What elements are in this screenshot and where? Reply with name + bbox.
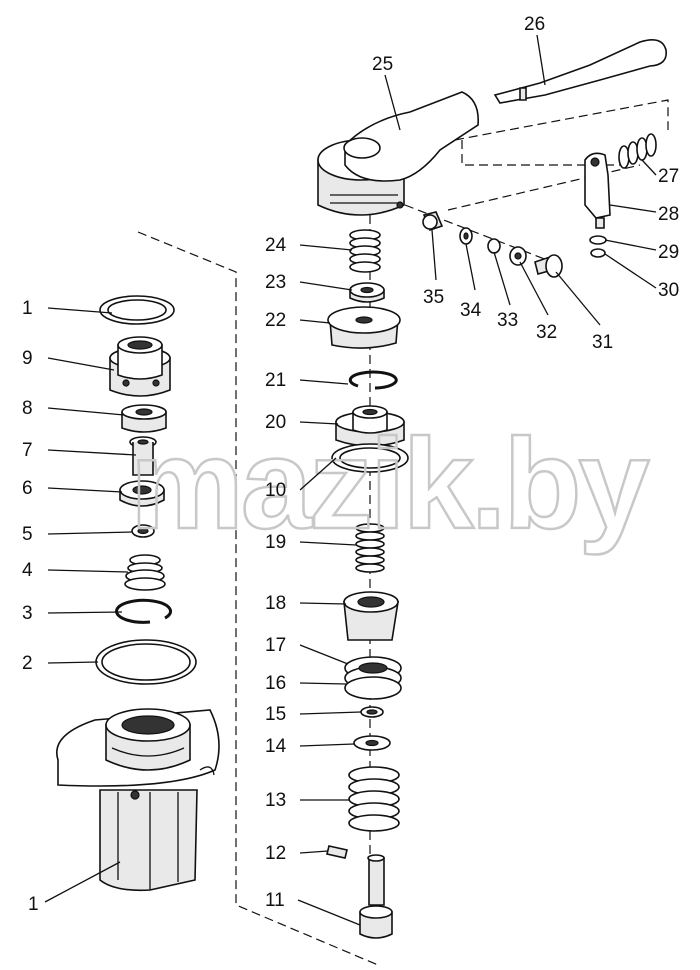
callout-9: 9 [22,348,33,369]
part-10-ring-middle [331,443,409,473]
callout-18: 18 [265,593,286,614]
part-20-spool [335,405,405,447]
callout-15: 15 [265,704,286,725]
callout-30: 30 [658,280,679,301]
callout-22: 22 [265,310,286,331]
callout-23: 23 [265,272,286,293]
part-26-handle [493,39,667,104]
callout-31: 31 [592,332,613,353]
leader-lines [44,34,657,926]
callout-13: 13 [265,790,286,811]
assembly-line-left [137,231,379,966]
part-8-seat [121,404,167,433]
part-17-16-stack [344,656,402,700]
callout-26: 26 [524,14,545,35]
callout-4: 4 [22,560,33,581]
part-13-spring [348,766,400,832]
part-15-ring [360,706,384,718]
callout-10-middle: 10 [265,480,286,501]
callout-19: 19 [265,532,286,553]
part-11-piston [359,854,393,939]
part-25-lever [317,91,479,216]
callout-2: 2 [22,653,33,674]
part-2-o-ring [95,639,197,685]
part-10-ring [99,295,175,325]
part-1-housing [56,708,220,892]
part-14-washer [353,735,391,751]
part-23-seat [349,282,385,303]
callout-1: 1 [28,894,39,915]
callout-10: 1 [22,298,33,319]
callout-7: 7 [22,440,33,461]
part-29-washer [589,235,607,245]
part-19-spring [355,523,385,573]
callout-14: 14 [265,736,287,757]
callout-33: 33 [497,310,518,331]
part-22-plate [327,306,401,349]
part-4-spring [124,554,166,591]
watermark: mazik.by [130,413,650,556]
part-30-washer [590,248,606,258]
callout-8: 8 [22,398,33,419]
callout-3: 3 [22,603,33,624]
callout-6: 6 [22,478,33,499]
callout-28: 28 [658,204,679,225]
callout-25: 25 [372,54,393,75]
part-33-washer [487,238,501,254]
assembly-line-right [447,99,669,211]
callout-labels: 1 9 8 7 6 5 4 3 2 1 11 12 13 14 15 16 17… [22,14,679,915]
part-18-guide [343,591,399,641]
callout-16: 16 [265,673,286,694]
callout-20: 20 [265,412,286,433]
part-7-plunger [129,436,157,476]
part-35-bushing [422,211,444,231]
callout-17: 17 [265,635,286,656]
callout-12: 12 [265,843,286,864]
callout-35: 35 [423,287,444,308]
part-3-snap-ring [115,598,173,624]
callout-34: 34 [460,300,482,321]
part-27-spring [618,133,657,169]
part-5-washer [131,524,155,538]
part-32-washer [509,246,527,266]
part-24-spring [349,229,381,273]
callout-32: 32 [536,322,557,343]
callout-27: 27 [658,166,679,187]
part-9-body [109,336,171,397]
part-34-washer [459,227,473,245]
part-28-link [584,152,611,229]
callout-24: 24 [265,235,287,256]
part-12-pin [326,845,348,859]
callout-21: 21 [265,370,286,391]
part-6-retainer [119,480,165,507]
part-31-bolt [534,254,563,278]
callout-11: 11 [265,890,285,911]
callout-29: 29 [658,242,679,263]
part-21-snap-ring [348,370,398,390]
callout-5: 5 [22,524,33,545]
